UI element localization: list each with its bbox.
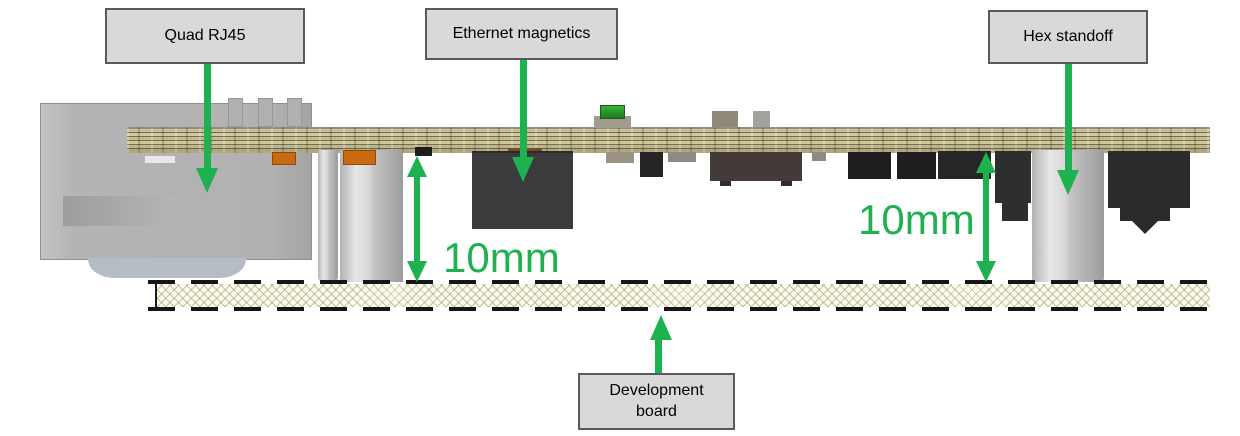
dimension-arrow-left-top-head [407,156,427,177]
devboard-dashed-edge-top [148,280,1210,284]
green-led-component [600,105,625,119]
label-hex-standoff-text: Hex standoff [1023,27,1113,45]
pointer-arrow-shaft-hex-standoff [1065,64,1072,172]
rj45-vent-slot [145,156,175,163]
dimension-arrow-right-top-head [976,152,996,173]
connector-foot [720,181,731,186]
dimension-text-right: 10mm [858,196,975,243]
rj45-top-pin [258,98,273,127]
dimension-arrow-left-bottom-head [407,261,427,282]
left-standoff-post-narrow [318,150,338,282]
bottom-connector [897,152,936,179]
bottom-smd-component [668,152,696,162]
bottom-smd-component [812,152,826,161]
label-development-board: Development board [578,373,735,430]
rj45-top-pin [287,98,302,127]
rj45-bottom-tab [88,258,246,278]
dimension-arrow-right-bottom-head [976,261,996,282]
bottom-connector [995,151,1031,203]
bottom-connector [1108,151,1190,208]
bottom-smd-component [415,147,432,156]
orange-smd-component [272,152,296,165]
label-quad-rj45: Quad RJ45 [105,8,305,64]
pointer-arrow-head-devboard [650,315,672,340]
rj45-recess [63,196,175,226]
top-smd-component [753,111,770,127]
label-development-board-text: Development board [609,381,704,420]
bottom-smd-component [640,152,663,177]
left-standoff-post [340,150,403,282]
connector-foot [1002,203,1028,221]
label-hex-standoff: Hex standoff [988,10,1148,64]
pointer-arrow-shaft-magnetics [520,60,527,159]
pointer-arrow-head-magnetics [512,157,534,182]
bottom-connector [848,152,891,179]
development-board-surface [155,284,1210,307]
pointer-arrow-shaft-devboard [655,338,662,373]
pcb-board [127,127,1210,153]
bottom-smd-component [606,152,634,163]
pointer-arrow-shaft-quad-rj45 [204,64,211,170]
pointer-arrow-head-quad-rj45 [196,168,218,193]
label-ethernet-magnetics: Ethernet magnetics [425,8,618,60]
label-ethernet-magnetics-text: Ethernet magnetics [452,24,591,42]
rj45-top-pin [228,98,243,127]
orange-smd-component [343,150,376,165]
dimension-text-left: 10mm [443,234,560,281]
pointer-arrow-head-hex-standoff [1057,170,1079,195]
devboard-dashed-edge-bottom [148,307,1210,311]
dimension-arrow-right-shaft [983,171,989,263]
connector-foot [1120,208,1170,221]
label-quad-rj45-text: Quad RJ45 [164,26,246,44]
connector-foot [781,181,792,186]
connector-notch [1132,221,1158,234]
top-smd-component [712,111,738,127]
led-base [594,116,631,128]
dimension-arrow-left-shaft [414,175,420,263]
bottom-connector [710,152,802,181]
